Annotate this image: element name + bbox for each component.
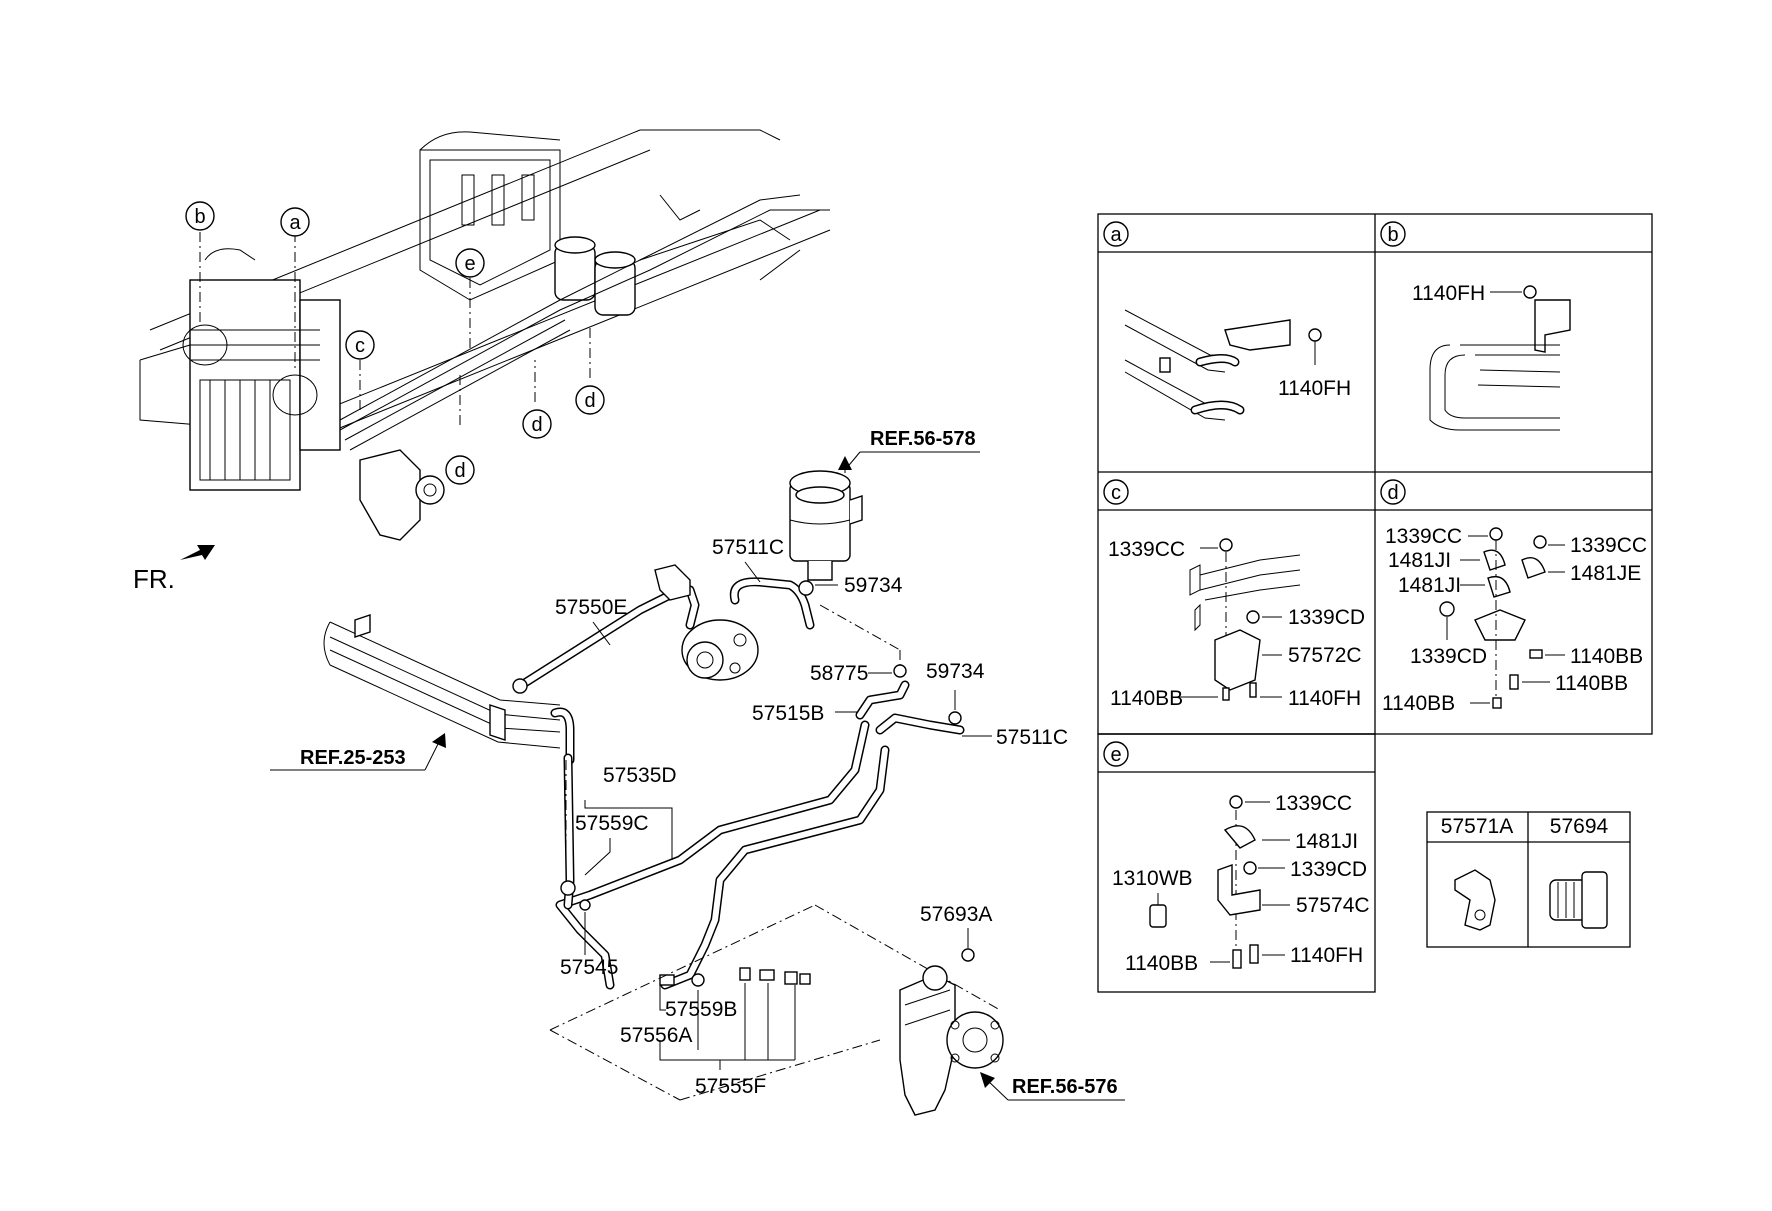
svg-text:1140BB: 1140BB xyxy=(1110,687,1183,710)
label-57556A: 57556A xyxy=(620,1024,692,1047)
front-direction-indicator: FR. xyxy=(133,545,215,594)
ref-56-576-label: REF.56-576 xyxy=(1012,1076,1118,1098)
svg-text:1140FH: 1140FH xyxy=(1278,377,1351,400)
svg-text:a: a xyxy=(1110,224,1122,246)
label-57515B: 57515B xyxy=(752,702,824,725)
power-steering-pump xyxy=(512,564,759,694)
svg-text:b: b xyxy=(1387,224,1398,246)
fitting-57545-icon xyxy=(579,899,591,911)
clamp-59734-top-icon xyxy=(798,580,814,596)
ref-arrow-icon xyxy=(432,733,446,748)
hose-57511C-top xyxy=(729,577,815,630)
pressure-return-lines xyxy=(555,720,890,990)
ref-56-578-label: REF.56-578 xyxy=(870,428,976,450)
svg-text:c: c xyxy=(1111,482,1121,504)
svg-text:57574C: 57574C xyxy=(1296,894,1370,917)
clamp-59734-mid-icon xyxy=(948,711,962,725)
vehicle-frame-overview: b a c e d d d xyxy=(139,129,831,541)
svg-text:1339CD: 1339CD xyxy=(1288,606,1365,629)
svg-text:1140BB: 1140BB xyxy=(1570,645,1643,668)
label-57559B: 57559B xyxy=(665,998,737,1021)
svg-text:d: d xyxy=(1387,482,1398,504)
callout-d-1: d xyxy=(445,455,475,485)
svg-text:1339CC: 1339CC xyxy=(1275,792,1352,815)
label-57693A: 57693A xyxy=(920,903,992,926)
label-59734-top: 59734 xyxy=(844,574,903,597)
callout-e: e xyxy=(455,248,485,278)
svg-text:FR.: FR. xyxy=(133,564,175,594)
svg-text:1140FH: 1140FH xyxy=(1288,687,1361,710)
steering-gear-box xyxy=(899,948,1004,1116)
svg-text:e: e xyxy=(464,253,475,275)
label-57511C-top: 57511C xyxy=(712,536,784,559)
svg-text:1339CD: 1339CD xyxy=(1290,858,1367,881)
svg-text:d: d xyxy=(454,460,465,482)
svg-text:a: a xyxy=(289,212,301,234)
ref-arrow-icon xyxy=(980,1072,995,1088)
svg-text:1140BB: 1140BB xyxy=(1382,692,1455,715)
svg-text:1140BB: 1140BB xyxy=(1125,952,1198,975)
svg-text:1140BB: 1140BB xyxy=(1555,672,1628,695)
label-57545: 57545 xyxy=(560,956,618,979)
label-57555F: 57555F xyxy=(695,1075,766,1098)
svg-text:1140FH: 1140FH xyxy=(1412,282,1485,305)
reservoir-assembly xyxy=(789,456,863,581)
svg-text:c: c xyxy=(355,335,365,357)
label-57571A: 57571A xyxy=(1441,815,1513,838)
bracket-57571A-icon xyxy=(1454,869,1496,931)
label-58775: 58775 xyxy=(810,662,868,685)
label-57694: 57694 xyxy=(1550,815,1609,838)
fitting-cluster xyxy=(659,967,811,987)
callout-a: a xyxy=(280,207,310,237)
svg-text:1339CC: 1339CC xyxy=(1108,538,1185,561)
callout-d-3: d xyxy=(575,385,605,415)
callout-b: b xyxy=(185,201,215,231)
callout-d-2: d xyxy=(522,409,552,439)
clamp-58775-icon xyxy=(893,664,907,678)
svg-text:d: d xyxy=(584,390,595,412)
ref-arrow-icon xyxy=(838,456,852,470)
svg-text:1339CC: 1339CC xyxy=(1385,525,1462,548)
svg-text:1339CC: 1339CC xyxy=(1570,534,1647,557)
svg-text:1481JE: 1481JE xyxy=(1570,562,1641,585)
fitting-57694-icon xyxy=(1549,871,1608,929)
ref-25-253-label: REF.25-253 xyxy=(300,747,406,769)
oil-cooler-loop xyxy=(323,614,575,765)
hose-57511C-mid xyxy=(875,713,965,735)
callout-c: c xyxy=(345,330,375,360)
detail-b: b 1140FH xyxy=(1380,221,1571,431)
small-parts-table: 57571A 57694 xyxy=(1426,811,1631,948)
clamp-57559C-icon xyxy=(560,880,576,896)
svg-text:d: d xyxy=(531,414,542,436)
steering-gear-overview xyxy=(359,449,445,541)
svg-text:b: b xyxy=(194,206,205,228)
front-arrow-icon xyxy=(180,545,215,560)
svg-text:1310WB: 1310WB xyxy=(1112,867,1193,890)
svg-text:57572C: 57572C xyxy=(1288,644,1362,667)
label-57535D: 57535D xyxy=(603,764,677,787)
svg-text:1339CD: 1339CD xyxy=(1410,645,1487,668)
detail-a: a 1140FH xyxy=(1103,221,1351,421)
reservoir-pair-overview xyxy=(554,236,636,316)
svg-text:1481JI: 1481JI xyxy=(1388,549,1451,572)
label-59734-mid: 59734 xyxy=(926,660,985,683)
label-57559C: 57559C xyxy=(575,812,649,835)
hose-57515B xyxy=(855,680,910,720)
detail-d: d 1339CC 1339CC 1481JI 1481JE 1481JI 133… xyxy=(1380,479,1647,715)
label-57550E: 57550E xyxy=(555,596,627,619)
svg-text:1481JI: 1481JI xyxy=(1295,830,1358,853)
detail-table xyxy=(1097,213,1653,993)
svg-text:1140FH: 1140FH xyxy=(1290,944,1363,967)
label-57511C-mid: 57511C xyxy=(996,726,1068,749)
detail-c: c 1339CC 1339CD 57572C 1140BB 1140FH xyxy=(1103,479,1365,710)
svg-text:1481JI: 1481JI xyxy=(1398,574,1461,597)
detail-e: e 1339CC 1481JI 1339CD 1310WB 57574C 114… xyxy=(1103,741,1370,975)
svg-text:e: e xyxy=(1110,744,1121,766)
